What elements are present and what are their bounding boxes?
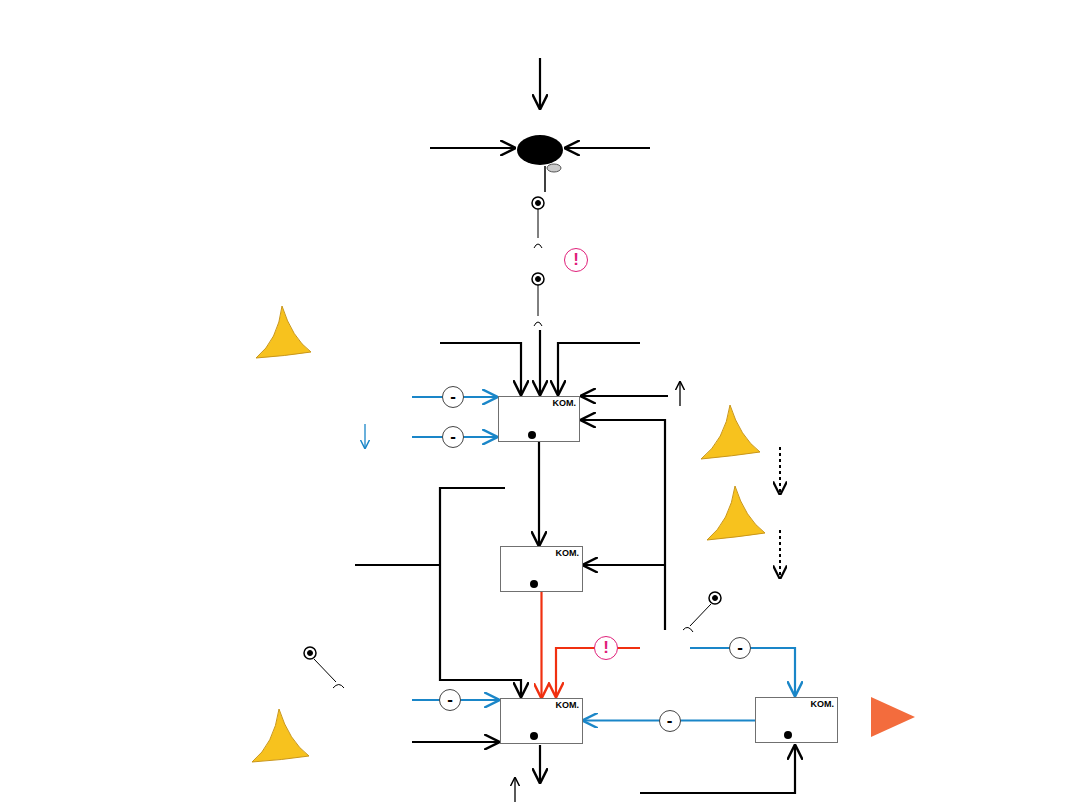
process-box: KOM. — [755, 697, 838, 743]
box-label: KOM. — [811, 699, 835, 709]
horn-icon — [252, 306, 765, 762]
output-arrow — [539, 745, 541, 782]
decrease-arrow — [364, 424, 365, 448]
alert-sign: ! — [564, 248, 588, 272]
minus-sign: - — [442, 386, 464, 408]
process-box: KOM. — [500, 698, 583, 744]
minus-sign: - — [729, 637, 751, 659]
minus-sign: - — [439, 689, 461, 711]
process-box: KOM. — [500, 546, 583, 592]
process-box: KOM. — [498, 396, 580, 442]
feedback-wire — [584, 564, 665, 566]
signal-arrow — [540, 592, 542, 697]
box-label: KOM. — [556, 700, 580, 710]
return-wire — [640, 746, 795, 793]
input-wire — [412, 741, 498, 743]
increase-arrow — [679, 382, 680, 406]
axon-line — [544, 166, 546, 192]
dotted-arrow — [779, 530, 781, 578]
box-label: KOM. — [556, 548, 580, 558]
signal-arrow — [538, 442, 540, 545]
input-wire — [539, 330, 541, 394]
output-triangle — [871, 697, 915, 737]
input-arrow — [539, 58, 541, 108]
bypass-wire — [440, 488, 521, 696]
input-arrow — [566, 147, 650, 149]
synapse-symbol — [304, 592, 721, 688]
input-wire — [355, 564, 440, 566]
neuron-chain — [532, 197, 544, 326]
input-wire — [558, 343, 640, 394]
increase-arrow — [514, 778, 515, 802]
input-wire — [582, 395, 668, 397]
box-label: KOM. — [553, 398, 577, 408]
alert-sign: ! — [594, 636, 618, 660]
feedback-wire — [582, 420, 665, 630]
axon-hillock — [547, 164, 561, 172]
dotted-arrow — [779, 447, 781, 494]
neuron-body — [517, 135, 563, 165]
minus-sign: - — [442, 426, 464, 448]
input-arrow — [430, 147, 514, 149]
box-dots — [528, 431, 792, 740]
minus-sign: - — [659, 710, 681, 732]
